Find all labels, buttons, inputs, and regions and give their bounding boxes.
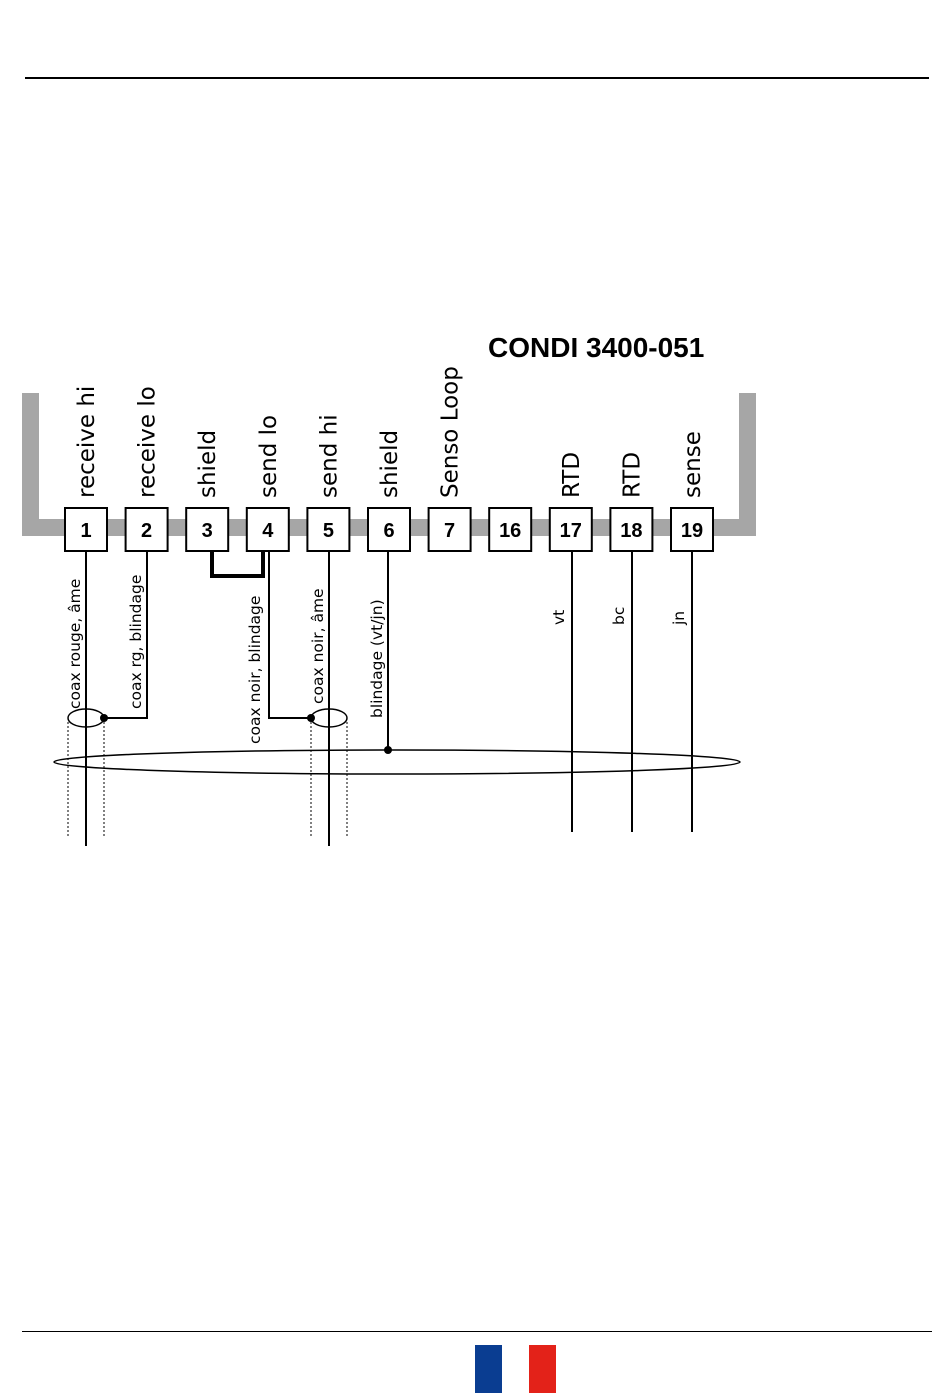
wire-label-coax-noir-blindage: coax noir, blindage — [246, 596, 264, 744]
footer-rule — [22, 1331, 932, 1332]
terminal-number-5: 5 — [323, 520, 334, 542]
wire-label-coax-rg-blindage: coax rg, blindage — [127, 575, 145, 709]
terminal-label-1: receive hi — [74, 386, 100, 498]
terminal-label-6: shield — [377, 430, 403, 498]
terminal-number-3: 3 — [202, 520, 213, 542]
terminal-number-16: 16 — [499, 520, 521, 542]
terminal-label-2: receive lo — [135, 386, 161, 498]
wire-labels: coax rouge, âme coax rg, blindage coax n… — [66, 575, 688, 744]
terminal-number-4: 4 — [262, 520, 274, 542]
terminal-label-19: sense — [680, 431, 706, 498]
terminal-label-7: Senso Loop — [438, 366, 464, 498]
terminal-label-18: RTD — [619, 452, 645, 498]
terminal-block: 1 receive hi 2 receive lo 3 shield 4 send lo 5 se… — [65, 366, 713, 551]
terminal-number-1: 1 — [80, 520, 91, 542]
flag-stripe-red — [529, 1345, 556, 1393]
wire-label-coax-rouge-ame: coax rouge, âme — [66, 579, 84, 709]
cable-bundle-ring — [54, 750, 740, 774]
french-flag-icon — [475, 1345, 556, 1393]
wire-label-vt: vt — [550, 610, 568, 625]
wire-label-bc: bc — [610, 607, 628, 625]
wire-label-jn: jn — [670, 611, 688, 626]
device-title: CONDI 3400-051 — [488, 332, 704, 363]
flag-stripe-white — [502, 1345, 529, 1393]
terminal-number-6: 6 — [383, 520, 394, 542]
terminal-number-2: 2 — [141, 520, 152, 542]
terminal-label-3: shield — [195, 430, 221, 498]
terminal-label-5: send hi — [316, 414, 342, 498]
flag-stripe-blue — [475, 1345, 502, 1393]
terminal-number-18: 18 — [620, 520, 642, 542]
wire-4 — [269, 551, 311, 718]
coax-shields — [54, 709, 740, 838]
wires — [86, 551, 692, 846]
terminal-label-17: RTD — [559, 452, 585, 498]
terminal-label-4: send lo — [256, 415, 282, 498]
wire-label-blindage-vt-jn: blindage (vt/jn) — [368, 599, 386, 718]
wire-label-coax-noir-ame: coax noir, âme — [309, 588, 327, 704]
terminal-number-7: 7 — [444, 520, 455, 542]
terminal-number-17: 17 — [560, 520, 582, 542]
terminal-number-19: 19 — [681, 520, 703, 542]
jumper-3-4 — [212, 551, 263, 576]
